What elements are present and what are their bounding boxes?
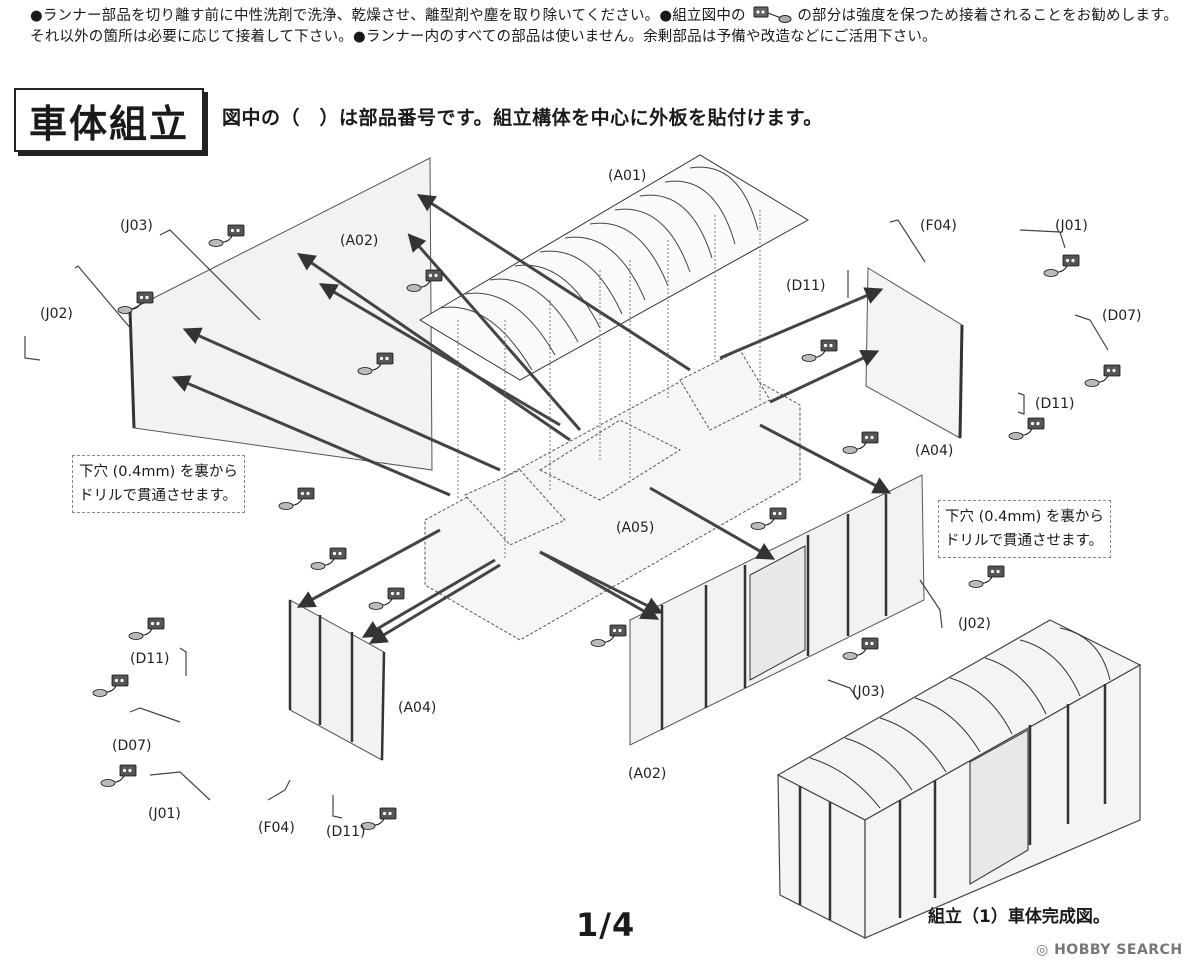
label-j03-bottom: (J03) bbox=[852, 684, 885, 700]
side-panel-a02-bottom bbox=[629, 474, 925, 746]
label-d07-left: (D07) bbox=[112, 738, 152, 754]
label-j02-right: (J02) bbox=[958, 616, 991, 632]
label-j01-left: (J01) bbox=[148, 806, 181, 822]
assembly-arrows bbox=[171, 194, 892, 644]
label-d11-left-top: (D11) bbox=[130, 651, 170, 667]
watermark: ◎ HOBBY SEARCH bbox=[1036, 942, 1183, 958]
label-f04-top: (F04) bbox=[920, 218, 957, 234]
label-a05: (A05) bbox=[616, 520, 654, 536]
label-d11-right-mid: (D11) bbox=[1035, 396, 1075, 412]
body-frame-a05 bbox=[424, 349, 801, 641]
label-d07-right: (D07) bbox=[1102, 308, 1142, 324]
note-right: 下穴 (0.4mm) を裏から ドリルで貫通させます。 bbox=[938, 500, 1111, 558]
completed-caption: 組立（1）車体完成図。 bbox=[928, 907, 1110, 927]
label-a04-left: (A04) bbox=[398, 700, 436, 716]
end-panel-a04-right bbox=[865, 267, 964, 439]
section-subtitle: 図中の（ ）は部品番号です。組立構体を中心に外板を貼付けます。 bbox=[222, 107, 823, 129]
page-number: 1/4 bbox=[576, 906, 636, 944]
intro-text-part2: の部分は強度を保つため接着されることをお勧めします。それ以外の箇所は必要に応じて… bbox=[30, 8, 1179, 45]
part-labels: (A01) (A02) (J03) (J02) (F04) (J01) (D11… bbox=[40, 168, 1142, 840]
label-j02-left: (J02) bbox=[40, 306, 73, 322]
label-d11-right-top: (D11) bbox=[786, 278, 826, 294]
intro-text-part1: ●ランナー部品を切り離す前に中性洗剤で洗浄、乾燥させ、離型剤や塵を取り除いてくだ… bbox=[30, 8, 746, 24]
intro-instructions: ●ランナー部品を切り離す前に中性洗剤で洗浄、乾燥させ、離型剤や塵を取り除いてくだ… bbox=[30, 6, 1180, 48]
hobby-search-logo-icon: ◎ bbox=[1036, 942, 1049, 958]
glue-tube-icon bbox=[753, 6, 792, 23]
label-a04-right: (A04) bbox=[915, 443, 953, 459]
label-j01-right: (J01) bbox=[1055, 218, 1088, 234]
label-a02-top: (A02) bbox=[340, 233, 378, 249]
label-f04-bottom: (F04) bbox=[258, 820, 295, 836]
note-left: 下穴 (0.4mm) を裏から ドリルで貫通させます。 bbox=[72, 455, 245, 513]
label-j03-top: (J03) bbox=[120, 218, 153, 234]
label-d11-left-bottom: (D11) bbox=[326, 824, 366, 840]
end-panel-a04-left bbox=[288, 599, 386, 761]
label-a02-bottom: (A02) bbox=[628, 766, 666, 782]
section-title: 車体組立 bbox=[14, 88, 204, 152]
guide-lines bbox=[457, 210, 761, 560]
label-a01: (A01) bbox=[608, 168, 646, 184]
small-parts bbox=[24, 219, 1109, 819]
completed-car bbox=[776, 619, 1142, 939]
roof-a01 bbox=[419, 154, 809, 381]
